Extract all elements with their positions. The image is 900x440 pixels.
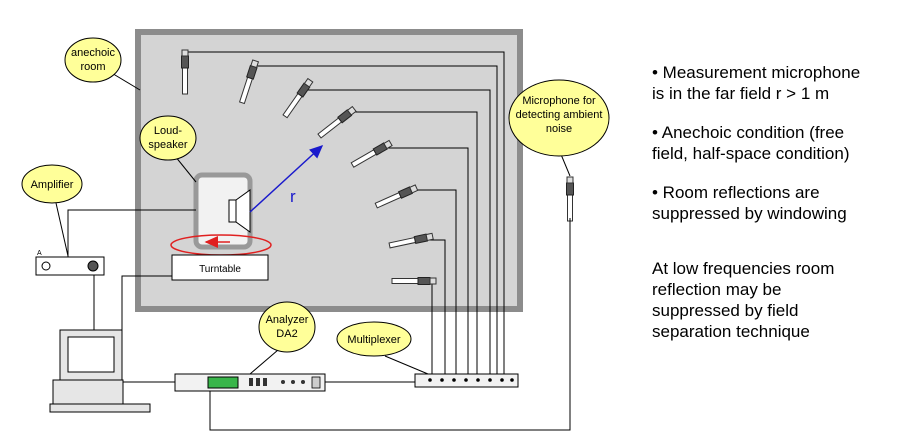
measurement-microphone-8 (391, 277, 437, 285)
turntable-label: Turntable (199, 264, 241, 275)
mic-cable-4 (348, 111, 478, 376)
callout-text-line: Amplifier (31, 179, 74, 191)
measurement-microphone-1 (181, 49, 189, 95)
callout-multiplexer: Multiplexer (336, 321, 429, 375)
loudspeaker-cone (235, 189, 251, 233)
notes-panel: • Measurement microphone is in the far f… (652, 62, 892, 360)
amp-to-speaker-cable (67, 209, 196, 258)
callout-text-line: anechoic (71, 47, 116, 59)
callout-text-line: Multiplexer (347, 334, 401, 346)
radius-arrow (249, 144, 324, 213)
callout-text-line: speaker (148, 139, 187, 151)
wiring (67, 209, 571, 431)
callout-text-line: Microphone for (522, 95, 596, 107)
callout-loudspeaker: Loud- speaker (139, 115, 197, 183)
microphone-array (186, 51, 505, 376)
mic-cable-6 (403, 189, 457, 376)
callout-text-line: noise (546, 123, 572, 135)
callout-analyzer: Analyzer DA2 (249, 301, 316, 375)
ambient-mic-cable (209, 218, 571, 431)
note-room-reflections: • Room reflections are suppressed by win… (652, 183, 847, 223)
amplifier-device (35, 256, 105, 276)
callout-amplifier: Amplifier (21, 164, 83, 257)
callout-anechoic-room: anechoic room (64, 37, 141, 91)
callout-ambient-microphone: Microphone for detecting ambient noise (508, 79, 610, 177)
callout-text-line: DA2 (276, 328, 297, 340)
turntable (171, 254, 269, 281)
mic-cable-1 (186, 51, 505, 376)
mic-cable-5 (378, 147, 469, 376)
computer (49, 329, 151, 413)
callout-text-line: detecting ambient (516, 109, 603, 121)
amplifier-knob (41, 261, 51, 271)
callout-text-line: Loud- (154, 125, 182, 137)
note-far-field: • Measurement microphone is in the far f… (652, 63, 861, 103)
turntable-to-pc-cable (121, 275, 172, 330)
multiplexer-device (414, 373, 519, 388)
amplifier-small-label: A (37, 250, 42, 257)
analyzer-da2 (174, 373, 326, 392)
ambient-noise-microphone (566, 176, 574, 222)
mic-cable-3 (306, 89, 491, 376)
note-low-frequencies: At low frequencies room reflection may b… (652, 259, 835, 341)
callout-text-line: Analyzer (266, 314, 309, 326)
loudspeaker-driver (228, 199, 237, 223)
amplifier-power-knob (87, 260, 99, 272)
radius-label: r (290, 187, 296, 206)
mic-cable-2 (253, 65, 498, 376)
callout-text-line: room (80, 61, 105, 73)
note-anechoic-condition: • Anechoic condition (free field, half-s… (652, 123, 850, 163)
